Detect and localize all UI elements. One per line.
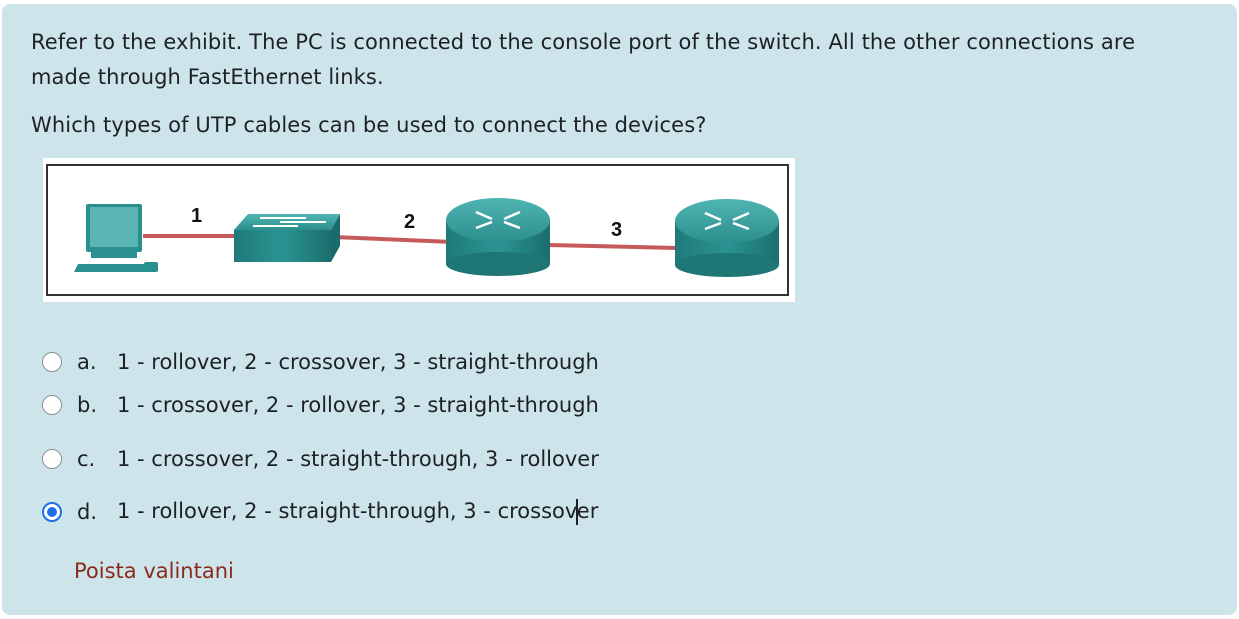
answer-text-c: 1 - crossover, 2 - straight-through, 3 -… xyxy=(117,447,599,471)
answer-text-b: 1 - crossover, 2 - rollover, 3 - straigh… xyxy=(117,393,599,417)
answer-text-d-after-caret: er xyxy=(576,499,599,523)
answer-text-d-before-caret: 1 - rollover, 2 - straight-through, 3 - … xyxy=(117,499,578,523)
link-3-line xyxy=(547,243,679,250)
question-text-line1: Refer to the exhibit. The PC is connecte… xyxy=(31,30,1136,54)
switch-icon xyxy=(234,214,340,262)
radio-button-c[interactable] xyxy=(42,449,62,469)
answer-option-d[interactable]: d. 1 - rollover, 2 - straight-through, 3… xyxy=(42,497,598,527)
router-2-icon xyxy=(675,199,779,277)
answer-option-c[interactable]: c. 1 - crossover, 2 - straight-through, … xyxy=(42,444,599,474)
radio-button-d-selected[interactable] xyxy=(42,502,62,522)
question-prompt: Which types of UTP cables can be used to… xyxy=(31,113,707,137)
answer-letter-b: b. xyxy=(77,393,98,417)
radio-button-a[interactable] xyxy=(42,352,62,372)
answer-text-a: 1 - rollover, 2 - crossover, 3 - straigh… xyxy=(117,350,599,374)
text-cursor xyxy=(576,499,578,525)
answer-option-a[interactable]: a. 1 - rollover, 2 - crossover, 3 - stra… xyxy=(42,347,599,377)
exhibit-frame: 1 2 3 xyxy=(46,164,789,296)
radio-button-b[interactable] xyxy=(42,395,62,415)
link-label-3: 3 xyxy=(611,219,622,241)
question-card: Refer to the exhibit. The PC is connecte… xyxy=(2,4,1237,615)
answer-letter-d: d. xyxy=(77,500,98,524)
answer-text-d: 1 - rollover, 2 - straight-through, 3 - … xyxy=(117,499,598,525)
network-topology-diagram: 1 2 3 xyxy=(74,198,779,277)
clear-my-choice-link[interactable]: Poista valintani xyxy=(74,559,234,583)
answer-option-b[interactable]: b. 1 - crossover, 2 - rollover, 3 - stra… xyxy=(42,390,599,420)
pc-icon xyxy=(74,204,158,272)
question-text-line2: made through FastEthernet links. xyxy=(31,65,384,89)
answer-letter-c: c. xyxy=(77,447,96,471)
link-2-line xyxy=(332,235,454,244)
exhibit-image: 1 2 3 xyxy=(43,158,795,302)
link-label-2: 2 xyxy=(404,211,415,233)
answer-letter-a: a. xyxy=(77,350,97,374)
router-1-icon xyxy=(446,198,550,276)
link-label-1: 1 xyxy=(191,205,202,227)
